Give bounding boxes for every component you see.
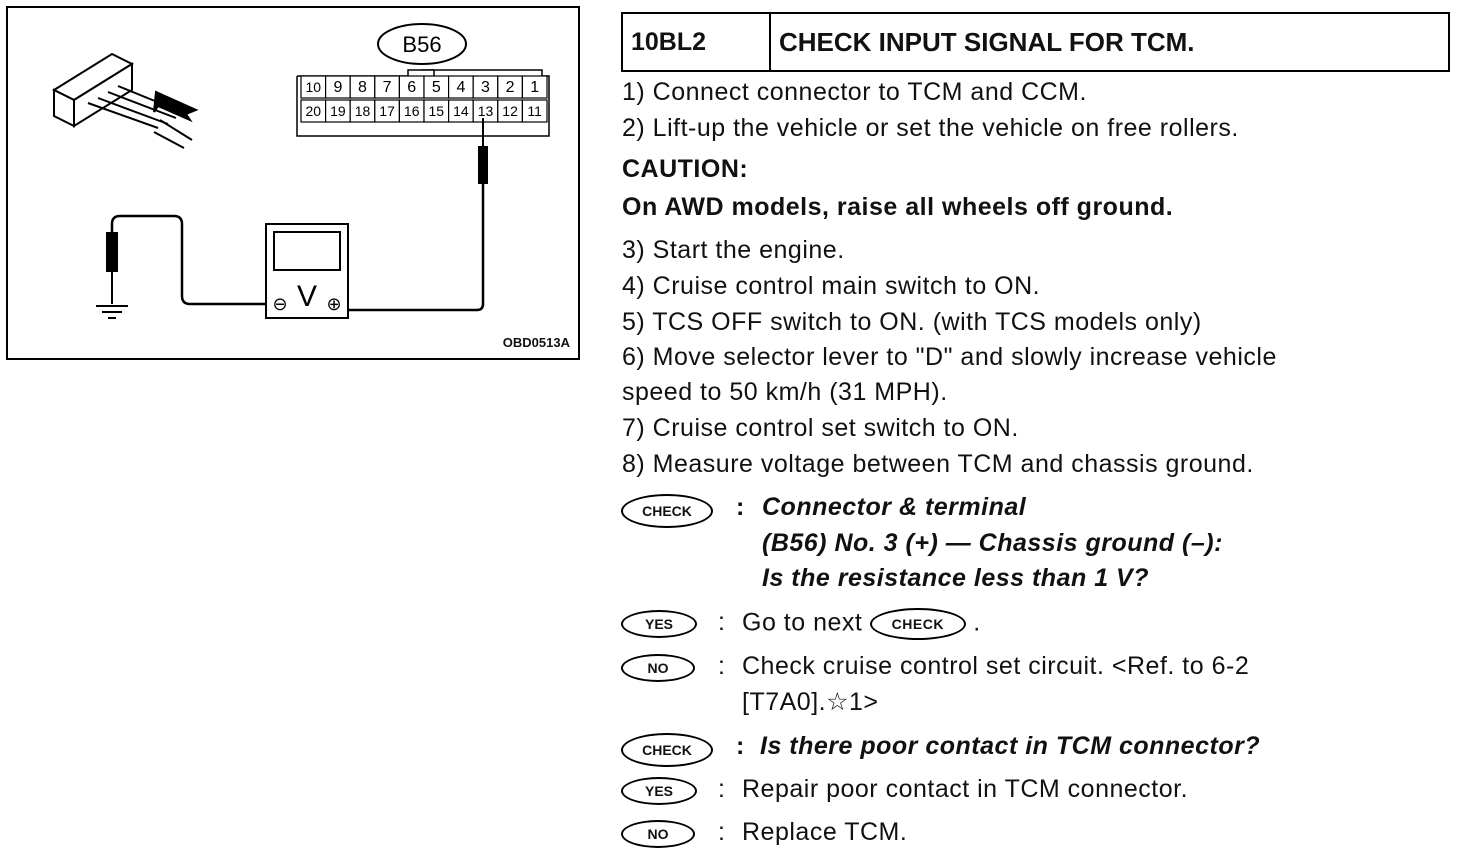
pin-label: 16 [404, 103, 420, 119]
no-badge-2: NO [621, 820, 695, 848]
pin-label: 19 [330, 103, 346, 119]
step-id: 10BL2 [623, 14, 771, 70]
pin-label: 17 [379, 103, 395, 119]
step-header: 10BL2 CHECK INPUT SIGNAL FOR TCM. [621, 12, 1450, 72]
pin-label: 1 [530, 79, 539, 96]
check2-colon: : [736, 732, 745, 760]
no1-line2: [T7A0].☆1> [742, 688, 879, 716]
yes1-text-after: . [973, 608, 981, 637]
check1-colon: : [736, 493, 745, 521]
instruction-4: 4) Cruise control main switch to ON. [622, 272, 1041, 300]
pin-label: 4 [456, 79, 465, 96]
pin-label: 15 [429, 103, 445, 119]
no2-colon: : [718, 818, 725, 846]
connector-label: B56 [402, 32, 441, 57]
check-badge-2: CHECK [621, 733, 713, 767]
voltmeter: V ⊖ ⊕ [265, 223, 349, 319]
figure-code: OBD0513A [502, 335, 570, 350]
yes-badge-2: YES [621, 777, 697, 805]
pin-cell [521, 75, 548, 99]
minus-terminal-icon: ⊖ [272, 294, 287, 315]
no1-colon: : [718, 652, 725, 680]
yes-badge: YES [621, 610, 697, 638]
instruction-1: 1) Connect connector to TCM and CCM. [622, 78, 1087, 106]
check1-line3: Is the resistance less than 1 V? [762, 564, 1149, 592]
pin-label: 13 [478, 103, 494, 119]
instruction-6b: speed to 50 km/h (31 MPH). [622, 378, 948, 406]
inline-check-badge: CHECK [869, 608, 966, 640]
pin-label: 9 [333, 79, 342, 96]
yes2-text: Repair poor contact in TCM connector. [742, 775, 1189, 803]
no2-text: Replace TCM. [742, 818, 908, 846]
check-badge: CHECK [621, 494, 713, 528]
check2-text: Is there poor contact in TCM connector? [760, 732, 1261, 760]
pin-label: 2 [506, 79, 515, 96]
probe-minus [96, 214, 266, 319]
pin-label: 6 [407, 79, 416, 96]
pin-label: 11 [527, 103, 542, 119]
instruction-3: 3) Start the engine. [622, 236, 845, 264]
pin-label: 18 [355, 103, 371, 119]
pin-label: 10 [306, 79, 322, 95]
harness-sketch [51, 52, 199, 149]
check1-line1: Connector & terminal [762, 493, 1027, 521]
yes1-colon: : [718, 608, 725, 636]
pin-cell [521, 99, 548, 123]
instruction-2: 2) Lift-up the vehicle or set the vehicl… [622, 114, 1239, 142]
pin-label: 12 [502, 103, 518, 119]
connector-label-oval [377, 23, 467, 65]
pin-label: 20 [306, 103, 322, 119]
pin-label: 5 [432, 79, 441, 96]
meter-label: V [297, 280, 317, 313]
pin-label: 3 [481, 79, 490, 96]
pin-label: 8 [358, 79, 367, 96]
yes1-text-before: Go to next [742, 608, 863, 637]
caution-title: CAUTION: [622, 155, 749, 183]
instruction-5: 5) TCS OFF switch to ON. (with TCS model… [622, 308, 1202, 336]
yes2-colon: : [718, 775, 725, 803]
step-title: CHECK INPUT SIGNAL FOR TCM. [779, 26, 1195, 57]
pin-label: 7 [383, 79, 392, 96]
check1-line2: (B56) No. 3 (+) — Chassis ground (–): [762, 529, 1223, 557]
instruction-6a: 6) Move selector lever to "D" and slowly… [622, 343, 1277, 371]
plus-terminal-icon: ⊕ [326, 294, 341, 315]
no-badge: NO [621, 654, 695, 682]
no1-line1: Check cruise control set circuit. <Ref. … [742, 652, 1250, 680]
caution-text: On AWD models, raise all wheels off grou… [622, 193, 1174, 221]
probe-plus [348, 118, 488, 312]
ground-icon [96, 305, 128, 319]
instruction-8: 8) Measure voltage between TCM and chass… [622, 450, 1254, 478]
yes1-text: Go to next CHECK . [742, 608, 981, 640]
instruction-7: 7) Cruise control set switch to ON. [622, 414, 1019, 442]
pin-label: 14 [453, 103, 469, 119]
